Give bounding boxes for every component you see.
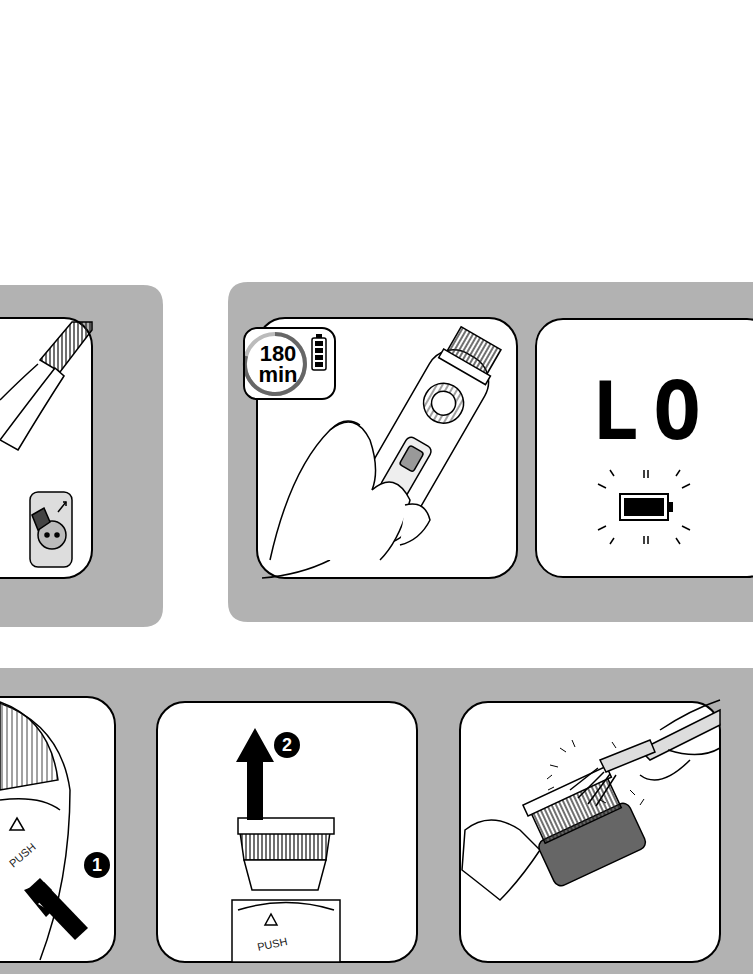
node-text: 180 min (249, 344, 307, 386)
callout-number: 1 (84, 852, 110, 878)
time-badge: 180 min (243, 327, 336, 400)
callout-number: 2 (274, 732, 300, 758)
display-panel: LO (535, 318, 753, 578)
node-text: LO (537, 372, 753, 452)
